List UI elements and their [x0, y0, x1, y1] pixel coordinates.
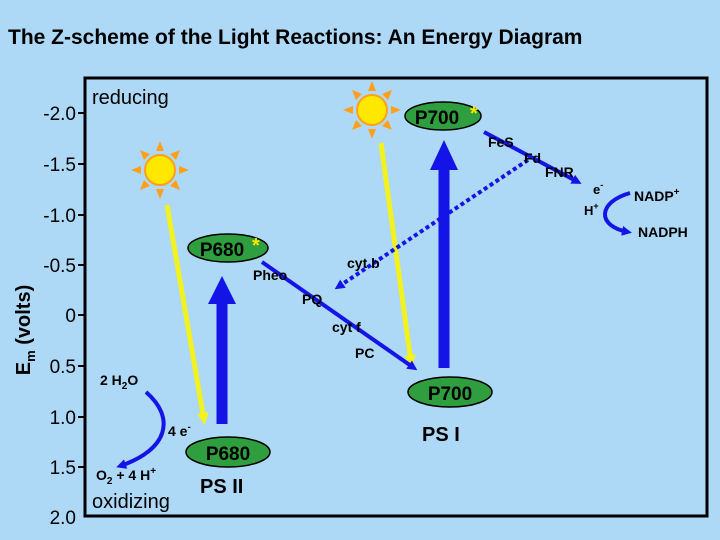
- proton-label: H+: [584, 201, 599, 218]
- excited-star: *: [252, 235, 260, 257]
- electron-label: e-: [593, 180, 603, 197]
- excitation-arrowhead-ps2: [208, 276, 236, 304]
- tick-marks: [78, 112, 86, 468]
- tick-label: 0: [65, 306, 76, 327]
- cyclic-flow-arrow: [334, 158, 530, 290]
- y-axis-ticks: -2.0 -1.5 -1.0 -0.5 0 0.5 1.0 1.5 2.0: [43, 104, 76, 529]
- oxidizing-label: oxidizing: [92, 491, 170, 513]
- carrier-fnr: FNR: [545, 164, 574, 180]
- node-p700-excited: P700 *: [404, 101, 482, 131]
- ps1-label: PS I: [422, 424, 460, 446]
- light-arrow-ps1: [378, 142, 416, 367]
- node-p680-ground: P680: [185, 436, 271, 468]
- tick-label: 1.0: [50, 408, 76, 429]
- node-label: P700: [415, 108, 459, 129]
- carrier-cytb: cyt b: [347, 255, 380, 271]
- four-electrons-label: 4 e-: [168, 422, 191, 439]
- water-oxidation-arrow: [116, 390, 166, 469]
- nadph-label: NADPH: [638, 224, 688, 240]
- water-label: 2 H2O: [100, 372, 138, 392]
- plot-frame: [83, 76, 709, 518]
- carrier-cytf: cyt f: [332, 319, 361, 335]
- electron-chain-arrow: [260, 260, 418, 371]
- tick-label: 1.5: [50, 458, 76, 479]
- carrier-pc: PC: [355, 345, 374, 361]
- svg-text:Em (volts): Em (volts): [13, 285, 38, 375]
- carrier-pheo: Pheo: [253, 267, 287, 283]
- reducing-label: reducing: [92, 87, 169, 109]
- light-arrow-ps2: [164, 204, 209, 425]
- nadp-label: NADP+: [634, 187, 680, 204]
- ps2-label: PS II: [200, 476, 243, 498]
- sun-icon: [343, 81, 401, 139]
- tick-label: 0.5: [50, 357, 76, 378]
- tick-label: 2.0: [50, 508, 76, 529]
- node-label: P700: [428, 384, 472, 405]
- excitation-arrowhead-ps1: [430, 140, 458, 170]
- y-axis-label: Em (volts): [13, 285, 38, 375]
- excited-star: *: [470, 103, 478, 125]
- tick-label: -2.0: [43, 104, 76, 125]
- node-p680-excited: P680 *: [187, 233, 269, 263]
- tick-label: -1.5: [43, 155, 76, 176]
- tick-label: -0.5: [43, 256, 76, 277]
- carrier-pq: PQ: [302, 291, 322, 307]
- nadp-reduction-arrow: [603, 191, 632, 236]
- node-label: P680: [206, 444, 250, 465]
- oxygen-label: O2 + 4 H+: [96, 466, 156, 487]
- page-title: The Z-scheme of the Light Reactions: An …: [8, 26, 582, 49]
- node-p700-ground: P700: [407, 376, 493, 408]
- carrier-fes: FeS: [488, 134, 514, 150]
- carrier-fd: Fd: [524, 150, 541, 166]
- sun-icon: [131, 141, 189, 199]
- node-label: P680: [200, 240, 244, 261]
- tick-label: -1.0: [43, 206, 76, 227]
- nadp-chain-arrow: [483, 130, 582, 184]
